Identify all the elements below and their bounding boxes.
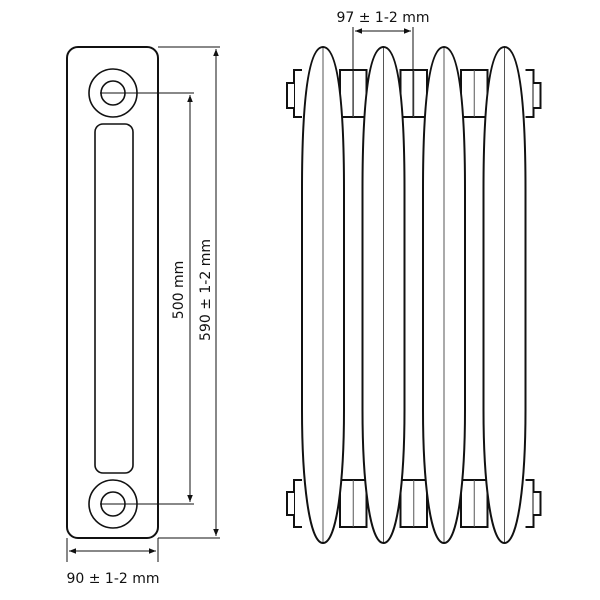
section-outline xyxy=(66,46,159,539)
label-90: 90 ± 1-2 mm xyxy=(66,571,159,587)
dimension-90 xyxy=(66,538,159,562)
bottom-left-plug xyxy=(286,491,294,516)
label-97: 97 ± 1-2 mm xyxy=(336,10,429,26)
front-view xyxy=(286,45,542,545)
bottom-right-plug xyxy=(533,491,542,516)
top-left-nipple xyxy=(293,69,302,118)
dimension-97 xyxy=(352,27,414,116)
center-slot xyxy=(94,123,134,474)
top-right-nipple xyxy=(525,69,535,118)
dimension-500 xyxy=(100,92,194,505)
label-590: 590 ± 1-2 mm xyxy=(198,239,214,341)
bottom-right-nipple xyxy=(525,479,535,528)
dimension-590 xyxy=(158,46,220,539)
side-view xyxy=(66,46,220,562)
top-left-plug xyxy=(286,82,294,109)
top-right-plug xyxy=(533,82,542,109)
bottom-left-nipple xyxy=(293,479,302,528)
label-500: 500 mm xyxy=(171,261,187,319)
